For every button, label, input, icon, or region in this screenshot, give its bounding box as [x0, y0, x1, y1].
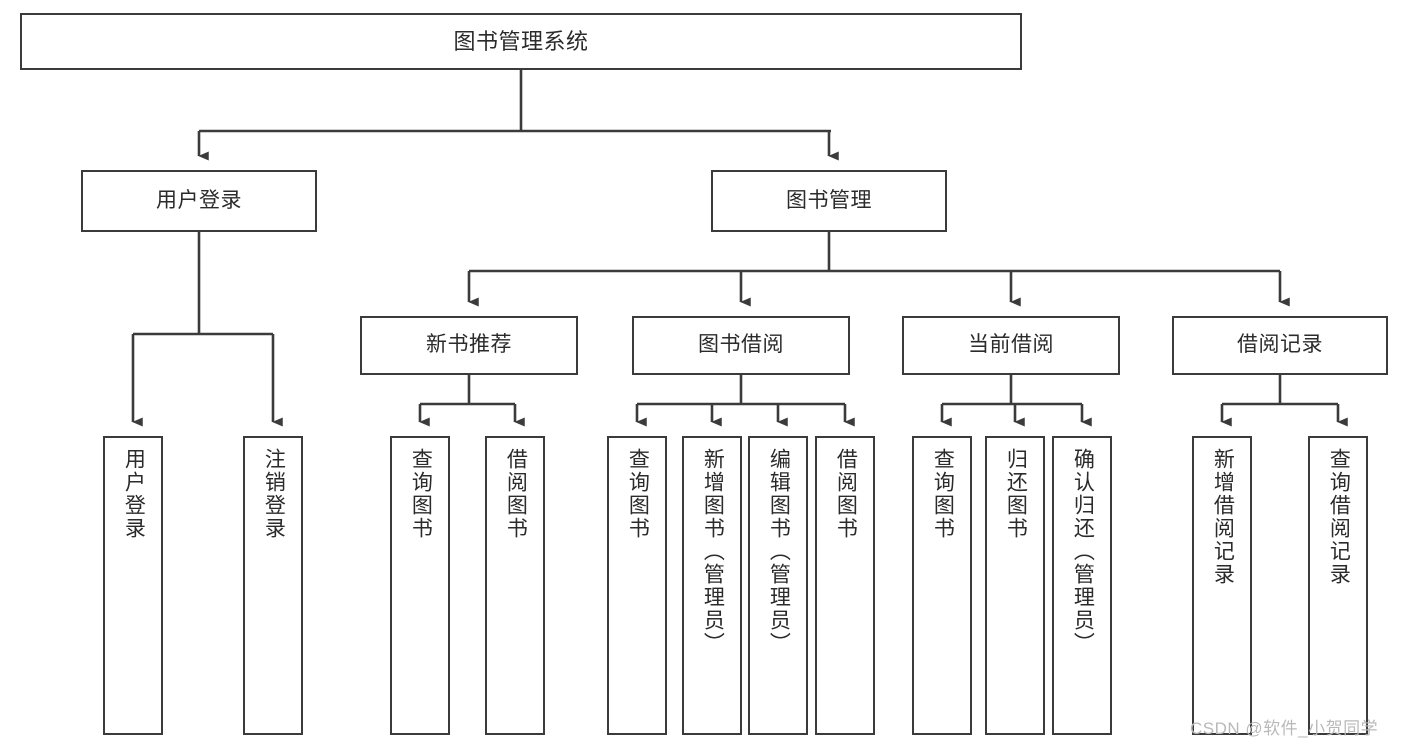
node-label: 当前借阅 [968, 333, 1054, 357]
node-label: 图书管理 [786, 188, 872, 212]
node-label: 用户登录 [122, 448, 146, 540]
leaf-query-book-2[interactable]: 查询图书 [607, 436, 667, 735]
leaf-query-book-1[interactable]: 查询图书 [390, 436, 450, 735]
node-current-borrow[interactable]: 当前借阅 [902, 316, 1120, 375]
node-label: 编辑图书（管理员） [767, 448, 791, 655]
node-label: 归还图书 [1004, 448, 1028, 540]
leaf-add-borrow-record[interactable]: 新增借阅记录 [1192, 436, 1252, 735]
node-label: 查询图书 [626, 448, 650, 540]
leaf-user-logout[interactable]: 注销登录 [243, 436, 303, 735]
leaf-add-book-admin[interactable]: 新增图书（管理员） [682, 436, 742, 735]
node-label: 借阅图书 [504, 448, 528, 540]
leaf-return-book[interactable]: 归还图书 [985, 436, 1045, 735]
node-label: 查询借阅记录 [1327, 448, 1351, 586]
node-label: 注销登录 [262, 448, 286, 540]
leaf-query-book-3[interactable]: 查询图书 [912, 436, 972, 735]
node-user-login[interactable]: 用户登录 [81, 170, 317, 232]
node-label: 借阅记录 [1237, 333, 1323, 357]
leaf-confirm-return-admin[interactable]: 确认归还（管理员） [1052, 436, 1112, 735]
node-label: 图书借阅 [698, 333, 784, 357]
node-label: 查询图书 [409, 448, 433, 540]
leaf-user-login[interactable]: 用户登录 [103, 436, 163, 735]
leaf-borrow-book-2[interactable]: 借阅图书 [815, 436, 875, 735]
node-label: 借阅图书 [834, 448, 858, 540]
node-label: 新书推荐 [426, 333, 512, 357]
node-label: 确认归还（管理员） [1071, 448, 1095, 655]
node-label: 用户登录 [156, 188, 242, 212]
leaf-query-borrow-record[interactable]: 查询借阅记录 [1308, 436, 1368, 735]
leaf-borrow-book-1[interactable]: 借阅图书 [485, 436, 545, 735]
node-book-borrow[interactable]: 图书借阅 [632, 316, 850, 375]
node-label: 查询图书 [931, 448, 955, 540]
node-new-book-recommend[interactable]: 新书推荐 [360, 316, 578, 375]
node-book-management[interactable]: 图书管理 [711, 170, 947, 232]
node-label: 新增图书（管理员） [701, 448, 725, 655]
node-label: 新增借阅记录 [1211, 448, 1235, 586]
node-root[interactable]: 图书管理系统 [20, 13, 1022, 70]
csdn-watermark: CSDN @软件_小贺同学 [1190, 719, 1379, 738]
leaf-edit-book-admin[interactable]: 编辑图书（管理员） [748, 436, 808, 735]
node-borrow-record[interactable]: 借阅记录 [1172, 316, 1388, 375]
node-label: 图书管理系统 [453, 28, 589, 54]
